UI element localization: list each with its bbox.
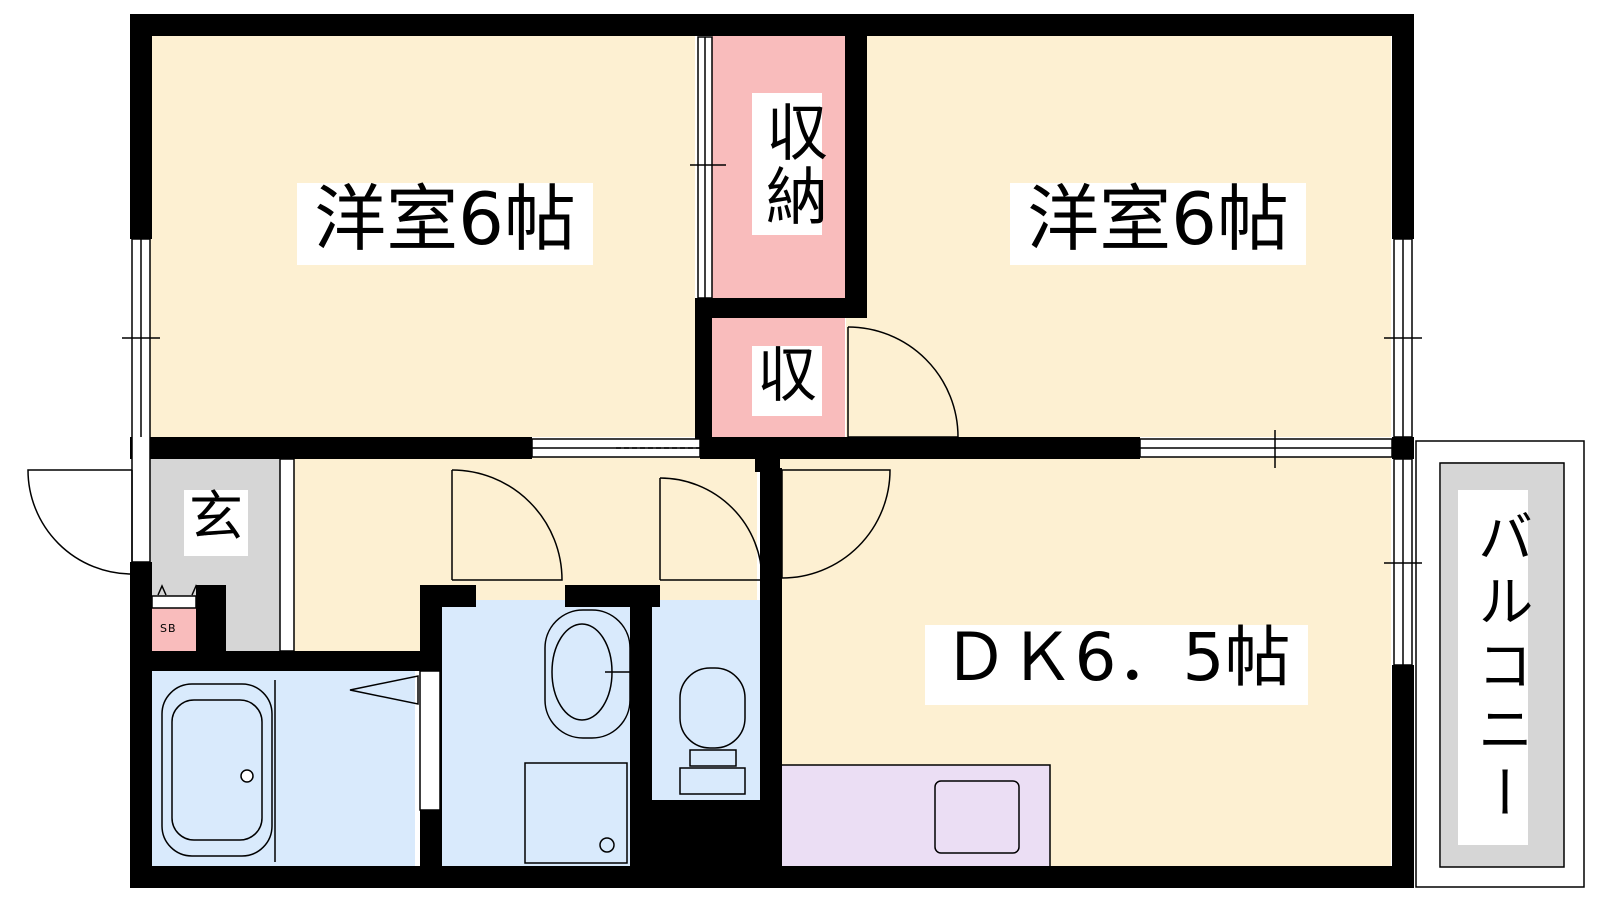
- balcony-label: バルコニー: [1458, 490, 1533, 845]
- dining-kitchen-label: ＤＫ6．5帖: [925, 625, 1308, 705]
- washroom-floor: [440, 600, 630, 870]
- storage-top-label: 収納: [752, 93, 828, 235]
- entrance-label: 玄: [184, 490, 248, 556]
- windows: [122, 36, 1422, 811]
- shoe-box-label: SB: [160, 622, 177, 635]
- western-room-right-label: 洋室6帖: [1010, 183, 1306, 265]
- kitchen-sink: [934, 780, 1020, 854]
- shoe-box-fill: [152, 605, 196, 651]
- walls: [130, 14, 1414, 888]
- fixtures: [151, 584, 1020, 864]
- washbasin: [544, 609, 631, 739]
- door-swings: [27, 326, 959, 705]
- balcony-rail: [1415, 440, 1585, 888]
- western-room-left-label: 洋室6帖: [297, 183, 593, 265]
- toilet-floor: [650, 600, 775, 800]
- storage-small-label: 収: [752, 346, 822, 416]
- bathtub: [161, 683, 273, 857]
- toilet: [679, 667, 746, 749]
- washing-machine-pan: [524, 762, 628, 864]
